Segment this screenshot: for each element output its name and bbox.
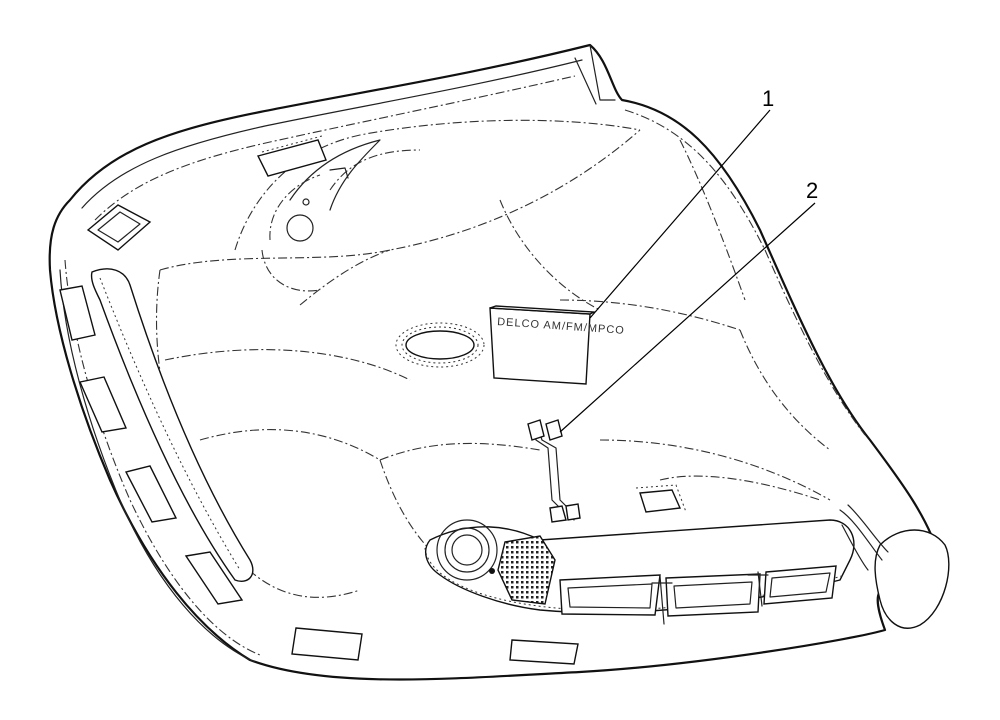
bezel-left-4 — [184, 551, 244, 605]
bezel-bottom-1 — [291, 627, 363, 661]
callout-number-2: 2 — [806, 178, 818, 203]
callouts: 1 2 — [559, 86, 818, 433]
storage-pocket-2 — [665, 573, 761, 617]
overhead-console — [424, 519, 855, 625]
storage-pocket-1 — [559, 574, 661, 616]
speaker-icon — [436, 519, 498, 581]
leader-2 — [559, 202, 816, 433]
radio-receiver-module: DELCO AM/FM/MPCO — [489, 305, 625, 385]
bezel-left-3 — [124, 465, 178, 523]
headliner-panels — [155, 119, 831, 598]
front-upper-area — [261, 139, 381, 292]
wire-harness-connector — [527, 419, 581, 523]
center-dome-lamp — [395, 322, 485, 368]
storage-pocket-3 — [763, 565, 837, 605]
dome-lamp-small — [635, 484, 687, 513]
leader-1 — [589, 109, 771, 319]
side-rail — [90, 268, 254, 582]
bezel-bottom-2 — [509, 639, 579, 665]
sun-visor — [839, 504, 950, 629]
bezel-left-2 — [79, 376, 127, 433]
bezel-top-left — [86, 204, 152, 251]
callout-number-1: 1 — [762, 86, 774, 111]
bezels — [59, 135, 687, 665]
bezel-left-1 — [59, 285, 96, 341]
bezel-top-1 — [256, 135, 327, 177]
speaker-grille — [497, 535, 556, 605]
